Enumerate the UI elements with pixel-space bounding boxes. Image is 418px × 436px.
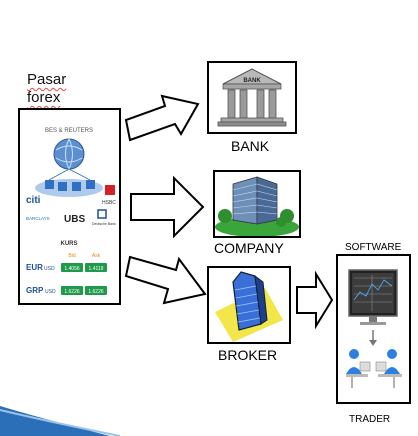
trader-box (336, 254, 411, 404)
forex-network-illustration: BES & REUTERS citi HSBC BARCLAYS UBS Deu… (26, 128, 116, 295)
rate-row-2-bid: 1.6226 (64, 289, 80, 295)
bank-box: BANK (207, 61, 297, 134)
broker-box (207, 266, 291, 344)
diagram-title: Pasar forex (27, 71, 66, 107)
bank-logo-hsbc: HSBC (102, 200, 116, 206)
broker-label: BROKER (218, 347, 278, 363)
bank-logo-barclays: BARCLAYS (26, 216, 50, 221)
company-building-icon (215, 176, 299, 237)
arrow-to-company (130, 175, 205, 239)
trader-illustration (346, 269, 402, 388)
title-line-2: forex (27, 89, 61, 106)
company-label: COMPANY (214, 240, 284, 256)
bank-logo-ubs: UBS (64, 214, 85, 225)
corner-swoosh-decoration (0, 406, 121, 436)
rate-row-1-bid: 1.4056 (64, 266, 80, 272)
forex-header: BES & REUTERS (45, 128, 93, 134)
bank-sign: BANK (243, 78, 261, 84)
broker-building-icon (215, 271, 283, 342)
bid-label: Bid (68, 253, 75, 259)
trader-people-icon (346, 349, 402, 388)
rate-row-2-quote: USD (45, 289, 56, 295)
rate-row-2-pair: GRP (26, 286, 44, 295)
title-line-1: Pasar (27, 71, 67, 88)
forex-panel: BES & REUTERS citi HSBC BARCLAYS UBS Deu… (18, 108, 121, 305)
bank-label: BANK (231, 138, 270, 154)
rate-row-1-quote: USD (44, 266, 55, 272)
kurs-title: KURS (60, 241, 77, 247)
bank-logo-deutsche: Deutsche Bank (92, 222, 116, 226)
software-label: SOFTWARE (345, 242, 402, 253)
bank-logo-citi: citi (26, 195, 41, 206)
rate-row-1-pair: EUR (26, 263, 43, 272)
rate-row-1-ask: 1.4119 (89, 266, 104, 272)
rate-row-2-ask: 1.6226 (88, 289, 104, 295)
arrow-to-broker (124, 255, 207, 305)
bank-building-icon: BANK (217, 68, 287, 127)
arrow-to-bank (124, 94, 200, 142)
company-box (213, 170, 301, 238)
arrow-to-trader (296, 270, 334, 330)
trader-label: TRADER (349, 414, 391, 425)
ask-label: Ask (92, 253, 101, 259)
globe-icon (53, 138, 85, 170)
